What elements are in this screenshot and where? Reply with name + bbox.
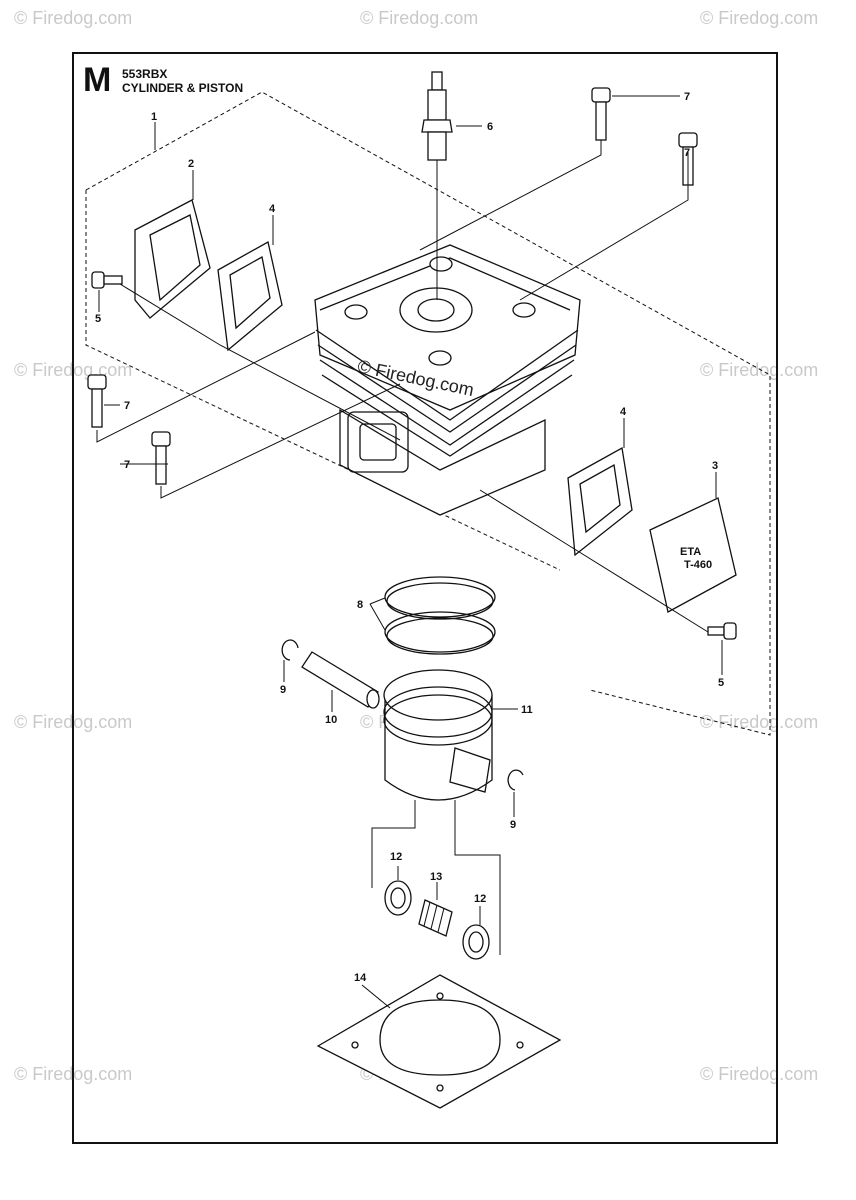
part-marking: T-460 (684, 559, 712, 571)
callout-number: 12 (390, 851, 402, 863)
piston-rings (384, 576, 496, 655)
muffler-screw (91, 271, 123, 289)
circlip (507, 769, 524, 791)
assembly-group-outline (85, 91, 771, 736)
piston (383, 669, 493, 801)
trace-line (479, 489, 709, 633)
diagram-frame (72, 52, 778, 1144)
diagram-title: CYLINDER & PISTON (122, 81, 244, 95)
trace-line (371, 800, 416, 888)
base-gasket (316, 974, 562, 1109)
cylinder (314, 244, 581, 516)
callout-number: 7 (124, 400, 130, 412)
trace-line (96, 331, 316, 443)
watermark-text: © Firedog.com (360, 8, 479, 28)
callout-number: 7 (684, 91, 690, 103)
callout-number: 14 (354, 972, 367, 984)
callout-number: 12 (474, 893, 486, 905)
piston-pin (301, 651, 380, 709)
callout-number: 7 (124, 459, 130, 471)
callout-number: 4 (620, 406, 627, 418)
trace-line (454, 800, 501, 955)
model-number: 553RBX (122, 67, 168, 81)
callout-number: 4 (269, 203, 276, 215)
trace-line (119, 283, 401, 441)
callout-number: 7 (684, 147, 690, 159)
callout-number: 5 (95, 313, 101, 325)
circlip (281, 639, 299, 661)
cylinder-screw (151, 431, 171, 485)
heat-shield: ETA T-460 (649, 497, 737, 613)
trace-line (419, 140, 602, 251)
thrust-washer (384, 880, 412, 916)
gasket (217, 241, 283, 352)
callout-number: 10 (325, 714, 337, 726)
callout-number: 11 (521, 704, 533, 716)
watermark-text: © Firedog.com (700, 360, 819, 380)
part-marking: ETA (680, 546, 701, 558)
callout-number: 8 (357, 599, 363, 611)
needle-bearing (418, 899, 453, 937)
callout-number: 2 (188, 158, 194, 170)
watermark-text: © Firedog.com (700, 8, 819, 28)
callout-number: 5 (718, 677, 724, 689)
cylinder-screw (87, 374, 107, 428)
spark-plug (421, 71, 453, 300)
section-letter: M (83, 61, 112, 99)
cylinder-screw (591, 87, 611, 141)
watermark-text: © Firedog.com (14, 8, 133, 28)
watermark-text: © Firedog.com (700, 1064, 819, 1084)
thrust-washer (462, 924, 490, 960)
callout-number: 9 (280, 684, 286, 696)
callout-number: 13 (430, 871, 442, 883)
trace-line (160, 383, 401, 499)
callout-number: 9 (510, 819, 516, 831)
trace-line (519, 185, 689, 301)
gasket (567, 446, 633, 557)
callout-number: 3 (712, 460, 718, 472)
callout-number: 1 (151, 111, 157, 123)
muffler-screw (707, 622, 737, 640)
exhaust-deflector (134, 199, 211, 319)
watermark-text: © Firedog.com (700, 712, 819, 732)
callout-number: 6 (487, 121, 493, 133)
